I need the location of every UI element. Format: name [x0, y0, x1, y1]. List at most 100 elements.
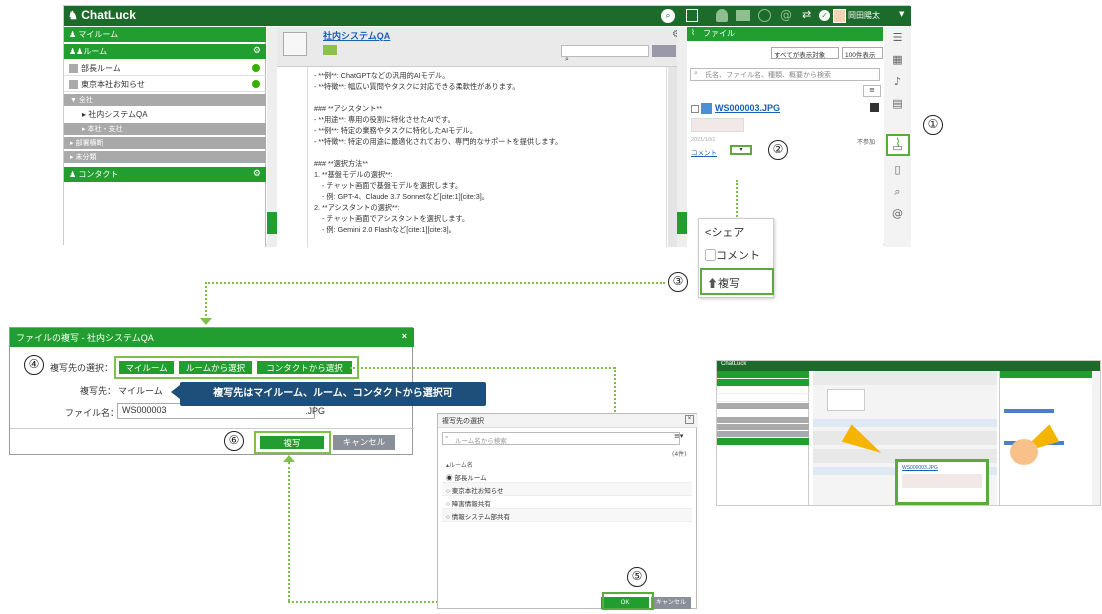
- memo-icon[interactable]: ▭: [892, 141, 903, 154]
- room-option[interactable]: ○ 情報システム部共有: [442, 509, 692, 522]
- mention-icon[interactable]: @: [892, 207, 903, 220]
- close-icon[interactable]: ×: [401, 331, 407, 341]
- user-name[interactable]: 岡田陽太: [848, 11, 880, 20]
- search-icon[interactable]: ⌕: [894, 185, 901, 198]
- gear-icon[interactable]: ⚙: [252, 168, 261, 178]
- comment-link[interactable]: コメント: [691, 150, 717, 157]
- connector-line: [205, 282, 207, 320]
- search-icon[interactable]: ⌕: [661, 9, 675, 23]
- mini-file-name[interactable]: WS000003.JPG: [902, 465, 938, 471]
- comment-icon: ▢: [705, 250, 716, 262]
- speaker-icon[interactable]: [323, 45, 337, 55]
- group-hq[interactable]: ▸ 本社・支社: [64, 123, 266, 135]
- copy-button-highlight: [254, 431, 331, 454]
- menu-caret-icon[interactable]: ▼: [899, 10, 905, 18]
- message-line: - 例: GPT-4、Claude 3.7 Sonnetなど[cite:1][c…: [322, 192, 489, 201]
- calendar-icon[interactable]: ▦: [892, 53, 903, 66]
- select-from-contact-button[interactable]: コンタクトから選択: [256, 360, 353, 375]
- room-search-input[interactable]: ⌕ルーム名から検索: [442, 432, 680, 445]
- gear-icon[interactable]: ⚙: [252, 45, 261, 55]
- app-logo: ♞ ChatLuck: [68, 8, 136, 22]
- room-item[interactable]: 東京本社お知らせ: [64, 77, 266, 92]
- cancel-button[interactable]: キャンセル: [333, 435, 395, 450]
- mini-logo: ChatLuck: [721, 361, 747, 367]
- globe-icon[interactable]: [758, 9, 771, 22]
- list-icon[interactable]: ☰: [892, 31, 903, 44]
- chat-icon[interactable]: [736, 10, 750, 21]
- nav-my-room[interactable]: ♟ マイルーム: [64, 27, 266, 42]
- right-toolbar: ☰ ▦ ♪ ▤ ⌇ ▭ ▯ ⌕ @: [884, 27, 911, 247]
- gear-icon[interactable]: ⚙: [672, 29, 681, 40]
- mention-icon[interactable]: @: [780, 8, 792, 22]
- select-from-room-button[interactable]: ルームから選択: [178, 360, 253, 375]
- nav-contacts[interactable]: ♟ コンタクト⚙: [64, 167, 266, 182]
- nav-rooms-header[interactable]: ♟♟ルーム⚙: [64, 44, 266, 59]
- connector-line: [288, 462, 290, 601]
- message-line: - **特徴**: 特定の用途に最適化されており、専門的なサポートを提供します。: [314, 137, 563, 146]
- share-icon: <: [705, 227, 712, 239]
- message-line: 2. **アシスタントの選択**:: [314, 203, 400, 212]
- org-chart-icon[interactable]: ▤: [892, 97, 903, 110]
- connector-line: [350, 367, 615, 369]
- room-item[interactable]: 部長ルーム: [64, 61, 266, 76]
- left-collapse-bar[interactable]: [267, 27, 277, 247]
- user-icon[interactable]: [716, 9, 728, 22]
- menu-item-comment[interactable]: ▢コメント: [705, 250, 760, 262]
- bell-icon[interactable]: ♪: [893, 75, 902, 88]
- step-4-badge: ④: [24, 355, 44, 375]
- chat-search-input[interactable]: ⌕: [561, 45, 649, 63]
- file-pane-header: ⌇ファイル: [687, 27, 883, 41]
- status-check-icon[interactable]: ✓: [819, 10, 830, 21]
- my-room-button[interactable]: マイルーム: [118, 360, 175, 375]
- close-icon[interactable]: ×: [685, 415, 694, 424]
- room-item-active[interactable]: ▸ 社内システムQA: [82, 110, 148, 119]
- group-dept[interactable]: ▸ 部署横断: [64, 137, 266, 149]
- room-option[interactable]: ○ 東京本社お知らせ: [442, 483, 692, 496]
- clipboard-icon[interactable]: ▯: [894, 163, 901, 176]
- message-content: - **例**: ChatGPTなどの汎用的AIモデル。 - **特徴**: 幅…: [307, 67, 667, 247]
- mini-left-nav: [717, 371, 809, 505]
- download-icon[interactable]: [870, 103, 879, 112]
- ok-button[interactable]: OK: [601, 597, 649, 609]
- swap-icon[interactable]: ⇄: [802, 8, 812, 21]
- list-menu-icon[interactable]: ≡: [863, 85, 881, 97]
- user-avatar[interactable]: [833, 9, 846, 23]
- message-line: 1. **基盤モデルの選択**:: [314, 170, 393, 179]
- file-thumbnail[interactable]: [691, 118, 744, 132]
- clipboard-icon[interactable]: [686, 9, 698, 22]
- arrow-up-icon: [283, 455, 295, 462]
- paperclip-icon: ⌇: [895, 136, 901, 150]
- cancel-button[interactable]: キャンセル: [651, 597, 691, 609]
- cheering-person-icon: [1010, 439, 1038, 465]
- result-count: (4件): [672, 451, 687, 458]
- mini-right-toolbar: [1092, 371, 1100, 505]
- connector-line: [205, 282, 665, 284]
- group-unclassified[interactable]: ▸ 未分類: [64, 151, 266, 163]
- room-option[interactable]: ◉ 部長ルーム: [442, 470, 692, 483]
- divider: [10, 428, 414, 429]
- filter-select[interactable]: すべてが表示対象: [771, 47, 839, 59]
- per-page-select[interactable]: 100件表示: [842, 47, 883, 59]
- file-search-input[interactable]: ⌕氏名、ファイル名、種類、概要から検索: [690, 68, 880, 81]
- message-scrollbar[interactable]: [668, 67, 678, 247]
- online-dot: [252, 80, 260, 88]
- menu-item-copy[interactable]: ⬆複写: [700, 268, 774, 295]
- right-collapse-bar[interactable]: [677, 27, 687, 247]
- room-option[interactable]: ○ 障害情報共有: [442, 496, 692, 509]
- column-header[interactable]: ▴ルーム名: [446, 462, 473, 469]
- upload-arrow-icon: ⬆: [707, 278, 718, 290]
- file-more-button[interactable]: ▾: [730, 145, 752, 155]
- file-tab-highlight[interactable]: ⌇: [886, 134, 910, 156]
- copy-button[interactable]: 複写: [259, 435, 325, 450]
- room-avatar: [283, 32, 307, 56]
- chat-search-nav[interactable]: [652, 45, 676, 57]
- menu-item-share[interactable]: <シェア: [705, 227, 745, 239]
- file-checkbox[interactable]: [691, 105, 699, 113]
- connector-line: [736, 180, 738, 248]
- file-name-link[interactable]: WS000003.JPG: [715, 103, 781, 113]
- room-title[interactable]: 社内システムQA: [323, 31, 391, 41]
- online-dot: [252, 64, 260, 72]
- message-line: - **用途**: 専用の役割に特化させたAIです。: [314, 115, 455, 124]
- list-menu-icon[interactable]: ≡▾: [674, 432, 684, 440]
- group-all[interactable]: ▼ 全社: [64, 94, 266, 106]
